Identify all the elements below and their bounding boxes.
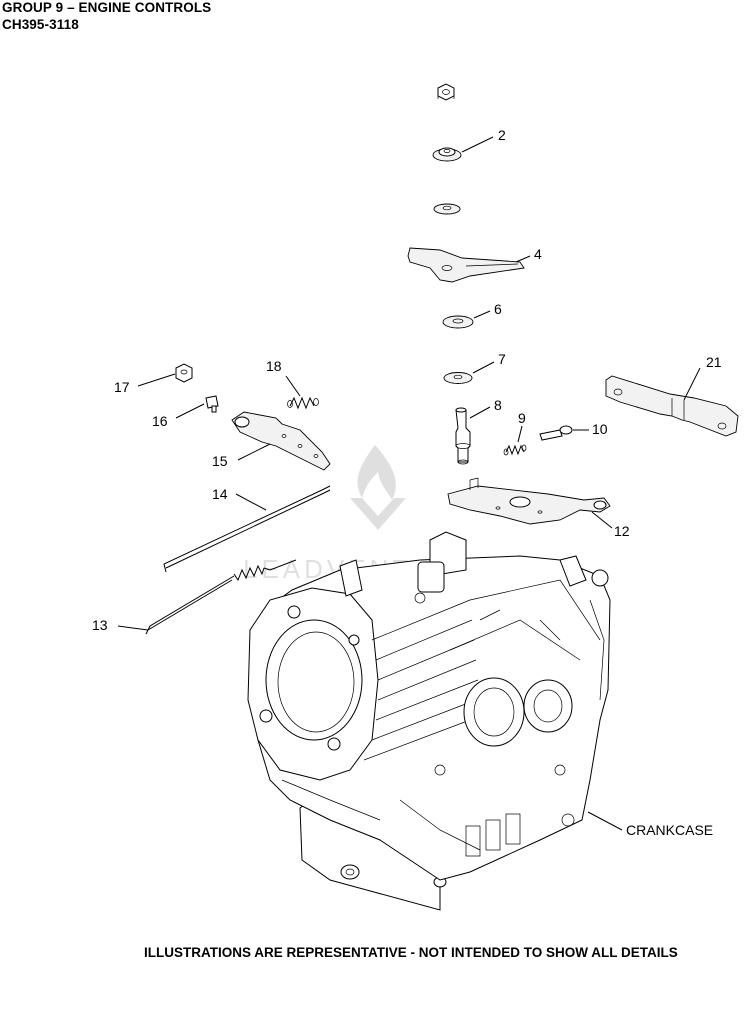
callout-14: 14	[212, 486, 228, 502]
part-13-governor-link	[117, 559, 297, 635]
part-9-spring	[503, 425, 527, 456]
part-6-washer	[442, 310, 491, 329]
part-nut-top	[437, 83, 455, 101]
callout-6: 6	[494, 301, 502, 317]
footer-note: ILLUSTRATIONS ARE REPRESENTATIVE - NOT I…	[144, 945, 678, 960]
part-7-washer	[443, 361, 495, 384]
callout-crankcase: CRANKCASE	[626, 822, 713, 838]
callout-15: 15	[212, 453, 228, 469]
callout-12: 12	[614, 523, 630, 539]
callout-8: 8	[494, 397, 502, 413]
part-12-throttle-plate	[447, 477, 613, 529]
callout-2: 2	[498, 127, 506, 143]
part-14-throttle-rod	[163, 485, 331, 573]
callout-9: 9	[518, 410, 526, 426]
callout-21: 21	[706, 354, 722, 370]
page-title: GROUP 9 – ENGINE CONTROLS	[2, 0, 212, 15]
part-21-bracket	[605, 367, 739, 437]
part-2-bushing	[432, 136, 494, 162]
callout-18: 18	[266, 358, 282, 374]
callout-17: 17	[114, 379, 130, 395]
part-15-throttle-lever	[231, 411, 331, 471]
crankcase	[247, 531, 623, 911]
callout-7: 7	[498, 351, 506, 367]
part-10-bolt	[539, 425, 589, 441]
part-16-bolt	[175, 395, 219, 419]
part-washer-3	[433, 203, 461, 215]
model-code: CH395-3118	[2, 17, 79, 32]
part-8-governor-shaft	[455, 406, 491, 465]
part-17-nut	[137, 363, 193, 387]
part-4-governor-lever	[407, 247, 531, 283]
callout-16: 16	[152, 413, 168, 429]
callout-4: 4	[534, 246, 542, 262]
callout-13: 13	[92, 617, 108, 633]
callout-10: 10	[592, 421, 608, 437]
part-18-spring	[285, 375, 319, 410]
